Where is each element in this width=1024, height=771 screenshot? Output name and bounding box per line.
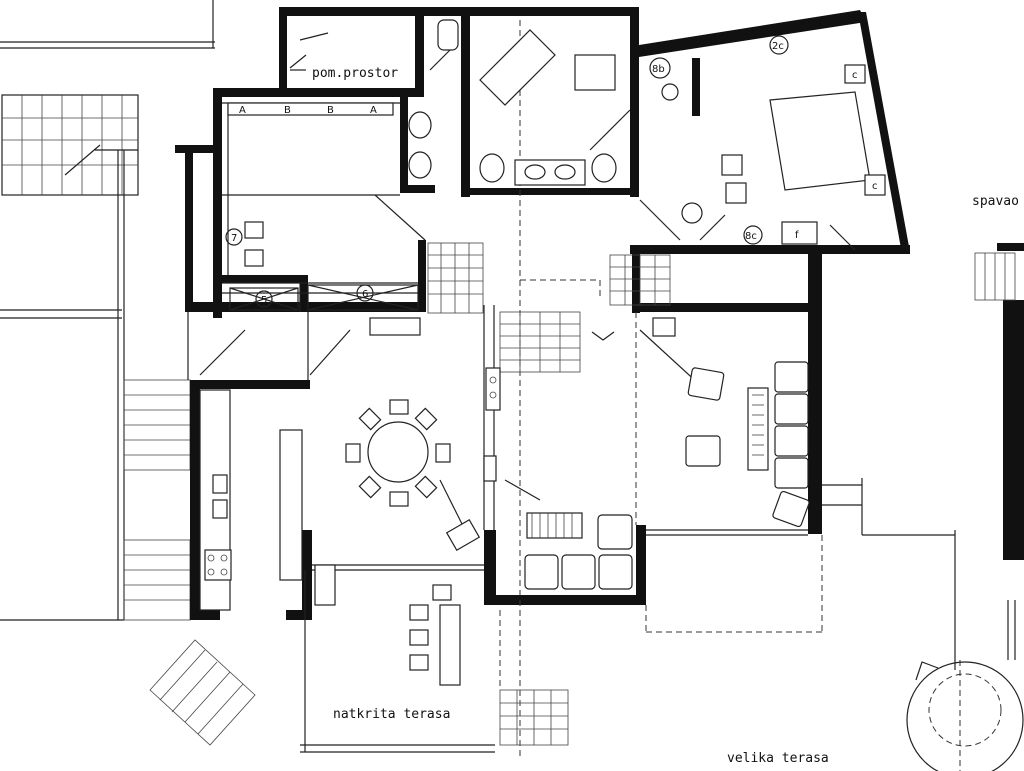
bed-tag: c — [872, 181, 878, 192]
wardrobe-letter: B — [327, 105, 334, 116]
wardrobe-letter: B — [284, 105, 291, 116]
label-storage: pom.prostor — [312, 66, 398, 81]
marker-2c: 2c — [772, 41, 784, 52]
stairs — [427, 242, 1016, 746]
wardrobe-letter: A — [239, 105, 246, 116]
label-bedroom-cut: spavaо — [972, 194, 1019, 209]
label-covered-terrace: natkrita terasa — [333, 707, 450, 722]
label-large-terrace: velika terasa — [727, 751, 829, 766]
furniture — [199, 19, 886, 686]
marker-7: 7 — [231, 233, 237, 244]
marker-8c: 8c — [745, 231, 757, 242]
room-labels: pom.prostor spavaо natkrita terasa velik… — [290, 66, 1019, 766]
interior-lines — [187, 20, 1016, 771]
marker-6: 6 — [362, 289, 368, 300]
marker-5: 5 — [261, 295, 267, 306]
terrace-circle — [906, 661, 1024, 771]
circled-markers: 2c 8b 7 5 6 8c — [225, 35, 789, 308]
left-exterior — [0, 0, 256, 746]
bed-tag: c — [852, 70, 858, 81]
bed-tags: c c f — [795, 70, 878, 241]
built-in-cabinets — [229, 284, 419, 311]
wardrobe-letter: A — [370, 105, 377, 116]
marker-8b: 8b — [652, 64, 665, 75]
walls — [175, 7, 1024, 620]
wardrobe-letters: A B B A — [239, 105, 377, 116]
box-tag-f: f — [795, 230, 799, 241]
